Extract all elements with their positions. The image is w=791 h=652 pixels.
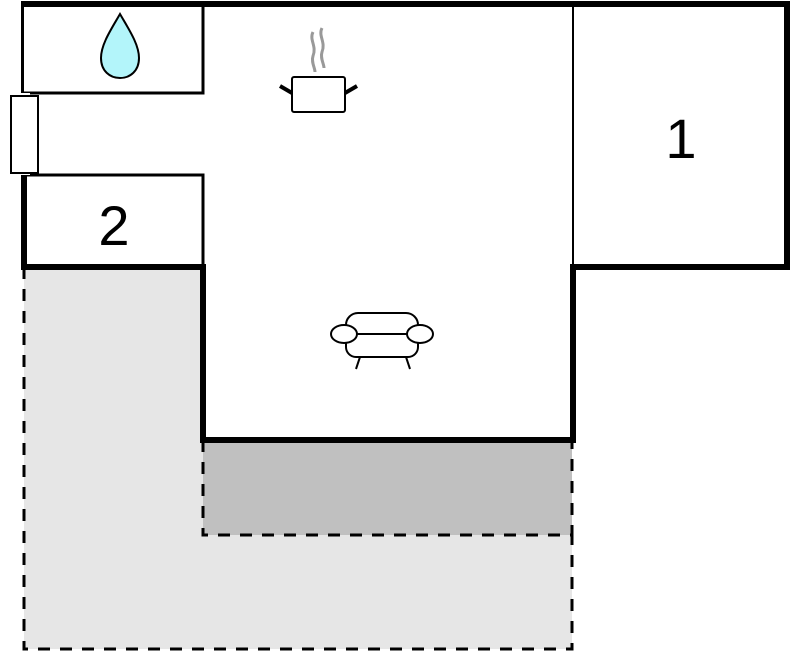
water-drop-icon — [99, 11, 141, 80]
open-terrace-area — [22, 267, 574, 651]
room-2-label: 2 — [98, 194, 129, 257]
covered-terrace-area — [201, 440, 574, 537]
room-1-label: 1 — [665, 107, 696, 170]
sofa-icon — [330, 312, 434, 370]
room-bedroom-2: 2 — [24, 173, 205, 267]
entrance-door[interactable] — [10, 93, 39, 175]
room-bedroom-1: 1 — [572, 4, 697, 267]
room-bathroom — [24, 1, 205, 95]
house-walls — [21, 1, 790, 443]
cooking-pot-icon — [278, 27, 359, 113]
